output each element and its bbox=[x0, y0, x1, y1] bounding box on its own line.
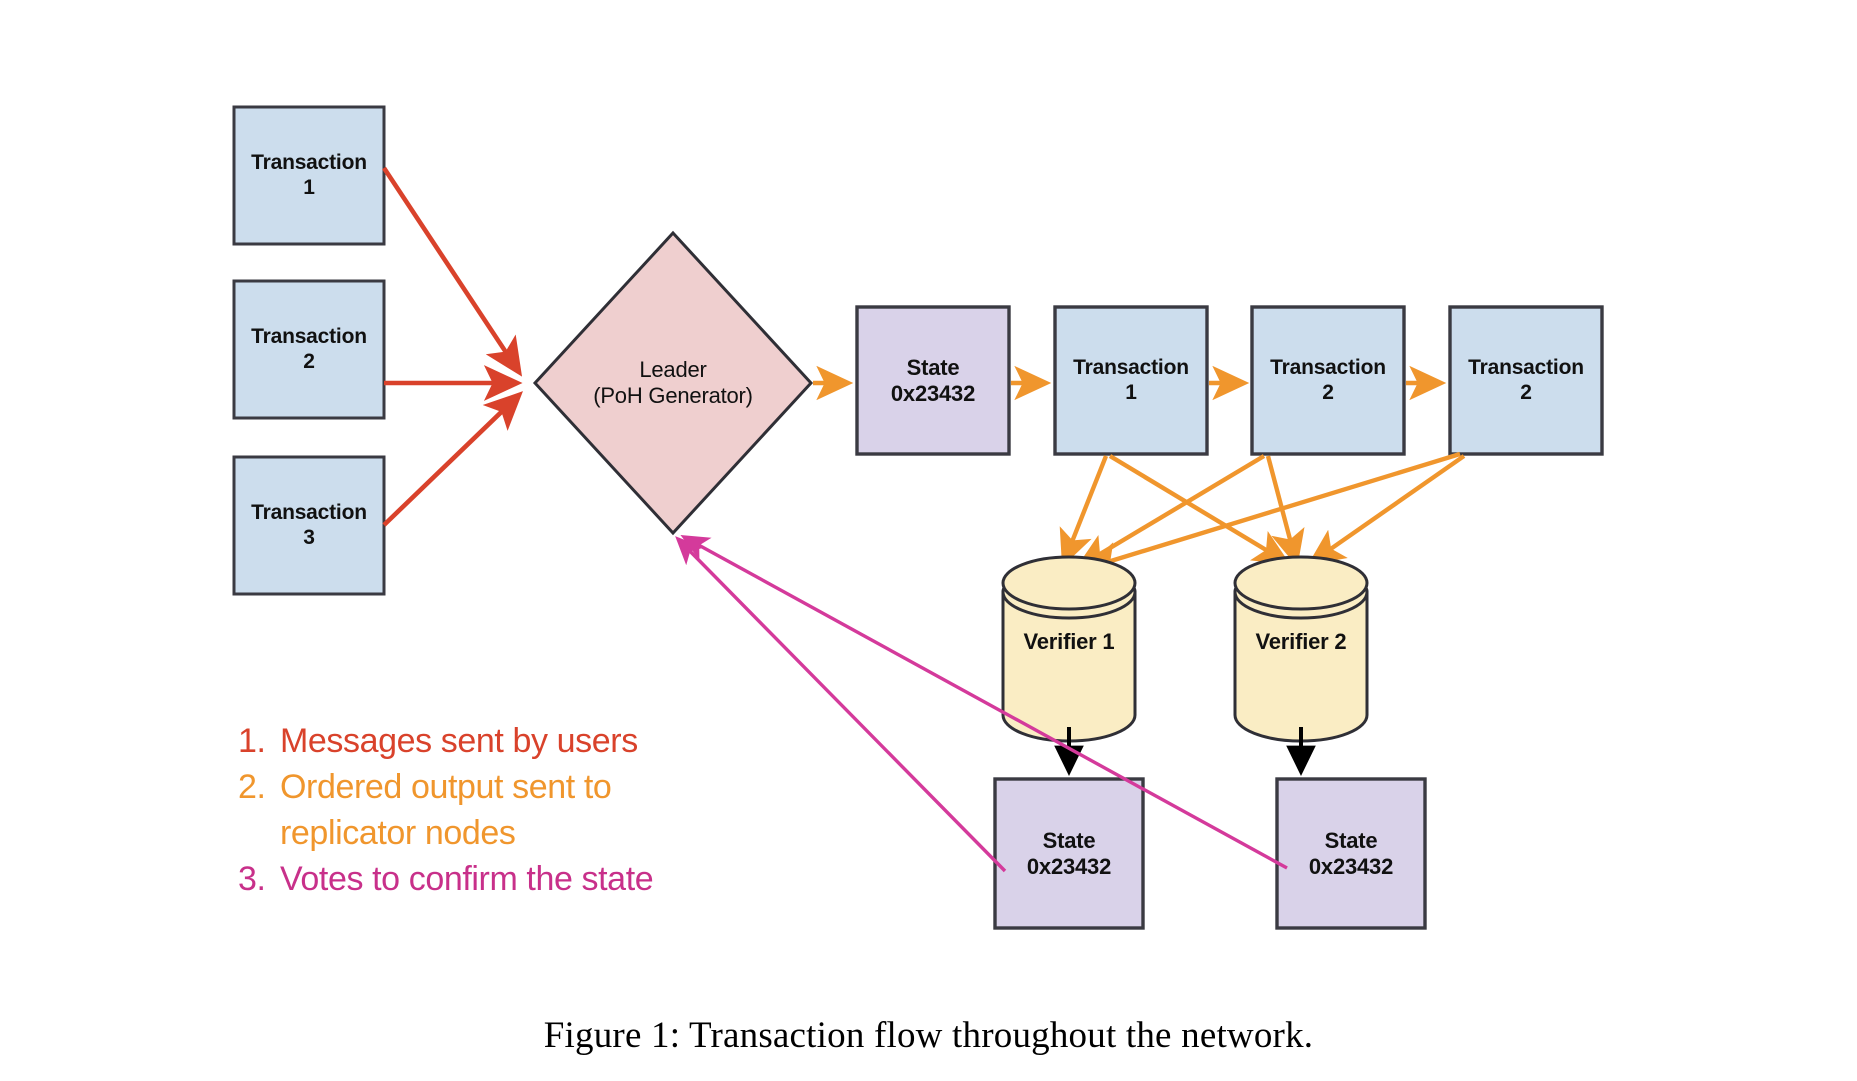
legend-item-3-number: 3. bbox=[238, 860, 266, 898]
legend-item-1: 1. Messages sent by users bbox=[238, 718, 798, 764]
verifier-cylinder-1[interactable] bbox=[1001, 555, 1137, 743]
verifier-cylinder-2[interactable] bbox=[1233, 555, 1369, 743]
arrow-ledger-tx3-to-verifier2 bbox=[1307, 454, 1466, 566]
legend-item-1-text: Messages sent by users bbox=[280, 722, 638, 760]
legend-item-1-number: 1. bbox=[238, 722, 266, 760]
arrow-ledger-tx1-to-verifier2 bbox=[1108, 454, 1291, 565]
incoming-transaction-box-3[interactable] bbox=[232, 455, 386, 596]
ledger-transaction-box-3[interactable] bbox=[1448, 305, 1604, 456]
arrow-state2-vote-to-leader bbox=[680, 535, 1288, 870]
ledger-transaction-box-2[interactable] bbox=[1250, 305, 1406, 456]
arrow-tx3-to-leader bbox=[382, 391, 523, 527]
arrow-ledger-tx1-to-verifier1 bbox=[1059, 455, 1109, 567]
verifier-state-box-1[interactable] bbox=[993, 777, 1145, 930]
legend: 1. Messages sent by users 2. Ordered out… bbox=[238, 718, 798, 902]
incoming-transaction-box-1[interactable] bbox=[232, 105, 386, 246]
legend-item-3: 3. Votes to confirm the state bbox=[238, 856, 798, 902]
ledger-chain-boxes bbox=[855, 305, 1604, 456]
verifier-state-box-2[interactable] bbox=[1275, 777, 1427, 930]
arrow-state1-vote-to-leader bbox=[675, 536, 1007, 873]
arrow-ledger-tx3-to-verifier1 bbox=[1082, 451, 1461, 576]
vote-arrows bbox=[675, 535, 1288, 873]
arrow-tx1-to-leader bbox=[382, 166, 523, 377]
incoming-transaction-box-2[interactable] bbox=[232, 279, 386, 420]
ledger-transaction-box-1[interactable] bbox=[1053, 305, 1209, 456]
legend-item-3-text: Votes to confirm the state bbox=[280, 860, 654, 898]
legend-item-2: 2. Ordered output sent to replicator node… bbox=[238, 764, 798, 856]
arrow-ledger-tx2-to-verifier1 bbox=[1075, 454, 1266, 569]
leader-diamond[interactable] bbox=[532, 230, 814, 536]
ledger-to-verifier-arrows bbox=[1059, 451, 1466, 576]
legend-item-2-text-line1: Ordered output sent to bbox=[280, 768, 612, 806]
user-message-arrows bbox=[382, 166, 523, 527]
incoming-transaction-boxes bbox=[232, 105, 386, 596]
legend-item-2-text: Ordered output sent to replicator nodes bbox=[280, 764, 798, 856]
figure-caption: Figure 1: Transaction flow throughout th… bbox=[543, 1015, 1314, 1056]
legend-item-2-text-line2: replicator nodes bbox=[280, 814, 516, 852]
legend-item-2-number: 2. bbox=[238, 768, 266, 806]
ledger-state-box[interactable] bbox=[855, 305, 1011, 456]
